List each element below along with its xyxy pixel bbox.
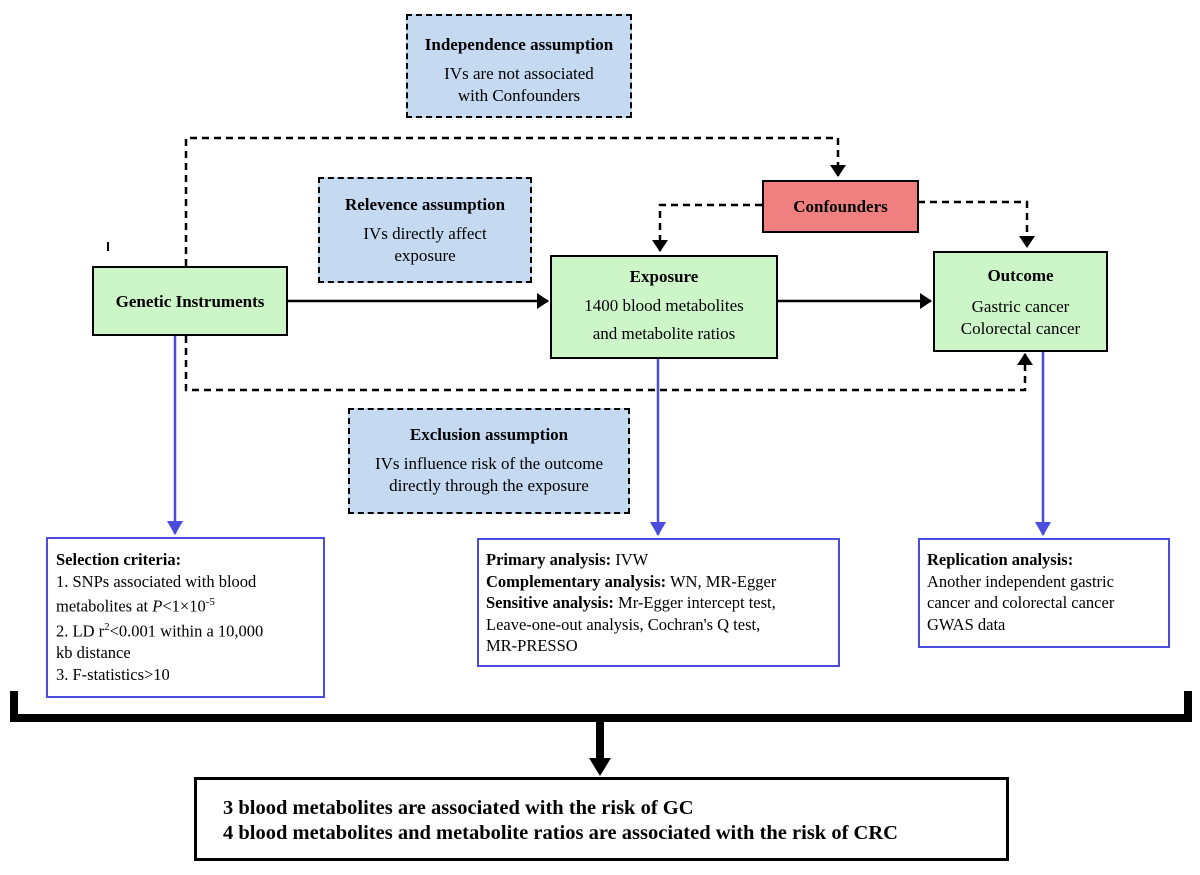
replication-line-1: Another independent gastric bbox=[927, 571, 1114, 591]
selection-line-3: 2. LD r2<0.001 within a 10,000 bbox=[56, 621, 264, 641]
relevance-assumption-box: Relevence assumption IVs directly affect… bbox=[318, 177, 532, 283]
exposure-line-2: and metabolite ratios bbox=[592, 324, 736, 343]
selection-title: Selection criteria: bbox=[56, 550, 182, 569]
replication-line-2: cancer and colorectal cancer bbox=[927, 593, 1115, 612]
selection-line-5: 3. F-statistics>10 bbox=[56, 664, 170, 684]
independence-assumption-box: Independence assumption IVs are not asso… bbox=[406, 14, 632, 118]
exposure-box: Exposure 1400 blood metabolites and meta… bbox=[550, 255, 778, 359]
sensitive-analysis-line-3: MR-PRESSO bbox=[486, 636, 578, 655]
conclusion-line-2: 4 blood metabolites and metabolite ratio… bbox=[223, 822, 898, 844]
conclusion-line-1: 3 blood metabolites are associated with … bbox=[223, 797, 694, 819]
analysis-box: Primary analysis: IVW Complementary anal… bbox=[477, 538, 840, 667]
outcome-line-2: Colorectal cancer bbox=[960, 319, 1081, 338]
replication-line-3: GWAS data bbox=[927, 614, 1006, 634]
exposure-line-1: 1400 blood metabolites bbox=[584, 296, 744, 315]
independence-line-2: with Confounders bbox=[457, 86, 581, 105]
conclusion-box: 3 blood metabolites are associated with … bbox=[194, 777, 1009, 861]
selection-line-2: metabolites at P<1×10-5 bbox=[56, 596, 215, 616]
exclusion-line-1: IVs influence risk of the outcome bbox=[374, 454, 603, 473]
relevance-line-2: exposure bbox=[394, 246, 456, 265]
sensitive-analysis-line: Sensitive analysis: Mr-Egger intercept t… bbox=[486, 593, 776, 612]
independence-title: Independence assumption bbox=[424, 35, 614, 54]
replication-title: Replication analysis: bbox=[927, 550, 1074, 569]
primary-analysis-line: Primary analysis: IVW bbox=[486, 550, 649, 569]
outcome-box: Outcome Gastric cancer Colorectal cancer bbox=[933, 251, 1108, 352]
confounders-box: Confounders bbox=[762, 180, 919, 233]
genetic-instruments-box: Genetic Instruments bbox=[92, 266, 288, 336]
independence-line-1: IVs are not associated bbox=[444, 64, 594, 83]
relevance-title: Relevence assumption bbox=[344, 195, 506, 214]
confounders-label: Confounders bbox=[793, 197, 888, 216]
replication-analysis-box: Replication analysis: Another independen… bbox=[918, 538, 1170, 648]
exposure-title: Exposure bbox=[629, 267, 699, 286]
independence-path bbox=[184, 136, 846, 266]
exclusion-title: Exclusion assumption bbox=[409, 425, 569, 444]
outcome-title: Outcome bbox=[987, 266, 1054, 285]
bracket-arrowhead bbox=[589, 758, 611, 776]
selection-line-1: 1. SNPs associated with blood bbox=[56, 571, 257, 591]
exclusion-assumption-box: Exclusion assumption IVs influence risk … bbox=[348, 408, 630, 514]
exclusion-line-2: directly through the exposure bbox=[389, 476, 589, 495]
relevance-line-1: IVs directly affect bbox=[363, 224, 487, 243]
confounder-to-outcome-path bbox=[918, 200, 1035, 248]
confounder-to-exposure-path bbox=[652, 203, 762, 252]
complementary-analysis-line: Complementary analysis: WN, MR-Egger bbox=[486, 571, 777, 591]
outcome-line-1: Gastric cancer bbox=[971, 297, 1070, 316]
selection-criteria-box: Selection criteria: 1. SNPs associated w… bbox=[46, 537, 325, 698]
exclusion-path bbox=[184, 336, 1033, 392]
selection-line-4: kb distance bbox=[56, 643, 131, 662]
sensitive-analysis-line-2: Leave-one-out analysis, Cochran's Q test… bbox=[486, 614, 761, 634]
genetic-instruments-label: Genetic Instruments bbox=[115, 292, 265, 311]
